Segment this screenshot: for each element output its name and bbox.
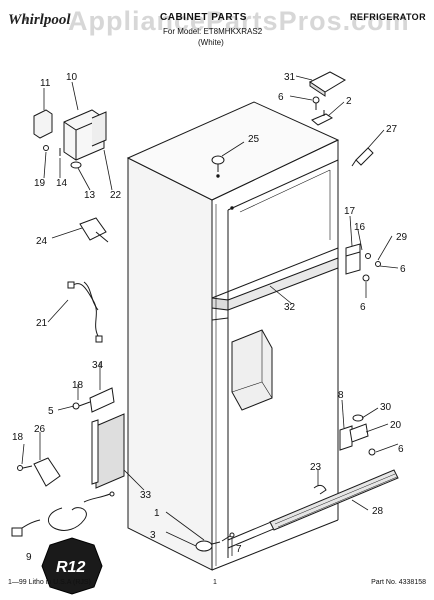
callout-9: 9	[26, 552, 32, 563]
callout-23: 23	[310, 462, 322, 473]
callout-3: 3	[150, 530, 156, 541]
callout-21: 21	[36, 318, 48, 329]
callout-14: 14	[56, 178, 68, 189]
callout-27: 27	[386, 124, 398, 135]
compressor-relay	[33, 109, 107, 169]
brand-registered-mark: ®	[24, 17, 29, 23]
screw-top	[312, 96, 320, 110]
callout-20: 20	[390, 420, 402, 431]
model-line: For Model: ET8MHKXRAS2	[163, 27, 263, 36]
callout-28: 28	[372, 506, 384, 517]
callout-33: 33	[140, 490, 152, 501]
cabinet	[126, 101, 340, 571]
callout-6a: 6	[278, 92, 284, 103]
callout-16: 16	[354, 222, 366, 233]
callout-24: 24	[36, 236, 48, 247]
toe-grille	[269, 469, 399, 531]
brand-logo: Whirlpool®	[8, 12, 71, 29]
callout-5: 5	[48, 406, 54, 417]
callout-1: 1	[154, 508, 160, 519]
callout-29: 29	[396, 232, 408, 243]
wiring-harness	[67, 281, 103, 343]
r12-badge-text: R12	[56, 559, 85, 576]
callout-10: 10	[66, 72, 78, 83]
callout-22: 22	[110, 190, 122, 201]
callout-18a: 18	[72, 380, 84, 391]
watermark: AppliancePartsPros.com	[68, 6, 410, 36]
callout-25: 25	[248, 134, 260, 145]
bottom-hinge	[339, 414, 376, 456]
center-hinge	[345, 243, 381, 282]
color-line: (White)	[198, 38, 224, 47]
callout-6d: 6	[398, 444, 404, 455]
callout-32: 32	[284, 302, 296, 313]
callouts: 11 10 19 14 13 22 24 21 25 31 6 2 27 17 …	[12, 72, 408, 563]
callout-31: 31	[284, 72, 296, 83]
hinge-pin	[351, 147, 374, 167]
footer-page-number: 1	[213, 579, 217, 586]
top-grommet	[211, 155, 234, 210]
brand-name: Whirlpool	[8, 12, 71, 28]
footer-part-number: Part No. 4338158	[371, 579, 426, 586]
callout-8: 8	[338, 390, 344, 401]
top-hinge	[311, 110, 333, 126]
callout-7: 7	[236, 544, 242, 555]
callout-30: 30	[380, 402, 392, 413]
footer-litho: 1—99 Litho in U.S.A (RJS)	[8, 579, 91, 586]
callout-26: 26	[34, 424, 46, 435]
power-cord	[11, 491, 115, 537]
cord-bracket	[79, 217, 109, 243]
hinge-cover	[309, 71, 347, 97]
grille-clip	[313, 484, 327, 495]
callout-2: 2	[346, 96, 352, 107]
r12-badge	[41, 537, 103, 595]
callout-18b: 18	[12, 432, 24, 443]
callout-13: 13	[84, 190, 96, 201]
capacitor	[17, 457, 61, 487]
callout-17: 17	[344, 206, 356, 217]
leader-lines	[21, 75, 399, 556]
callout-11: 11	[40, 78, 51, 89]
insulation-panel	[91, 413, 125, 489]
callout-34: 34	[92, 360, 104, 371]
side-cover	[72, 387, 115, 413]
callout-6c: 6	[360, 302, 366, 313]
callout-6b: 6	[400, 264, 406, 275]
callout-19: 19	[34, 178, 46, 189]
category-label: REFRIGERATOR	[350, 12, 426, 22]
page-title: CABINET PARTS	[160, 12, 247, 23]
